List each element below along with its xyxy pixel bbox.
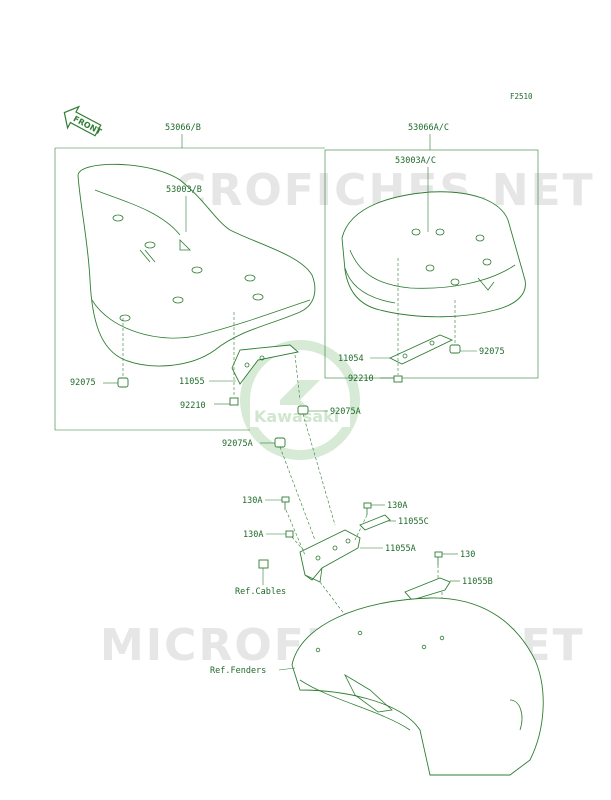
nut-front-part [229,397,239,406]
label-cover-front: 53003/B [166,185,202,195]
front-arrow-icon: FRONT [63,105,103,137]
label-bolt-130a-1: 130A [242,496,262,506]
label-damper-rear: 92075 [479,347,505,357]
bracket-11055b-part [404,577,451,601]
kawasaki-logo: Kawasaki [240,340,360,460]
label-nut-front: 92210 [180,401,206,411]
label-bracket-b: 11055B [462,577,493,587]
label-damper-front: 92075 [70,378,96,388]
label-bracket-c: 11055C [398,517,429,527]
nut-rear-part [393,375,403,383]
damper-a-left-part [274,437,286,448]
label-bracket-front: 11055 [179,377,205,387]
label-damper-a-left: 92075A [222,439,253,449]
bolt-130a-2 [363,502,372,515]
figure-code: F2510 [510,92,533,101]
front-seat [77,163,316,367]
label-bracket-a: 11055A [385,544,416,554]
damper-rear-part [449,344,461,354]
bracket-11055 [231,344,299,385]
ref-cables-clamp [258,559,269,569]
bracket-11054 [388,334,454,365]
rear-seat-frame [324,149,539,379]
kawasaki-logo-text: Kawasaki [254,407,339,426]
label-bolt-130a-2: 130A [387,501,407,511]
bracket-11055c-part [359,514,391,531]
label-bolt-130: 130 [460,550,475,560]
bolt-130a-1 [281,496,290,510]
damper-a-right-part [297,405,309,415]
rear-seat [341,191,526,318]
damper-front-part [117,377,129,388]
label-ref-fenders: Ref.Fenders [210,666,266,676]
label-nut-rear: 92210 [348,374,374,384]
central-bracket [299,529,361,583]
bolt-130 [434,551,443,565]
label-seat-front: 53066/B [165,123,201,133]
label-bracket-rear: 11054 [338,354,364,364]
label-seat-rear: 53066A/C [408,123,449,133]
label-cover-rear: 53003A/C [395,156,436,166]
label-damper-a-right: 92075A [330,407,361,417]
rear-fender [291,597,544,776]
bolt-130a-3 [285,530,294,538]
label-bolt-130a-3: 130A [243,530,263,540]
label-ref-cables: Ref.Cables [235,587,286,597]
